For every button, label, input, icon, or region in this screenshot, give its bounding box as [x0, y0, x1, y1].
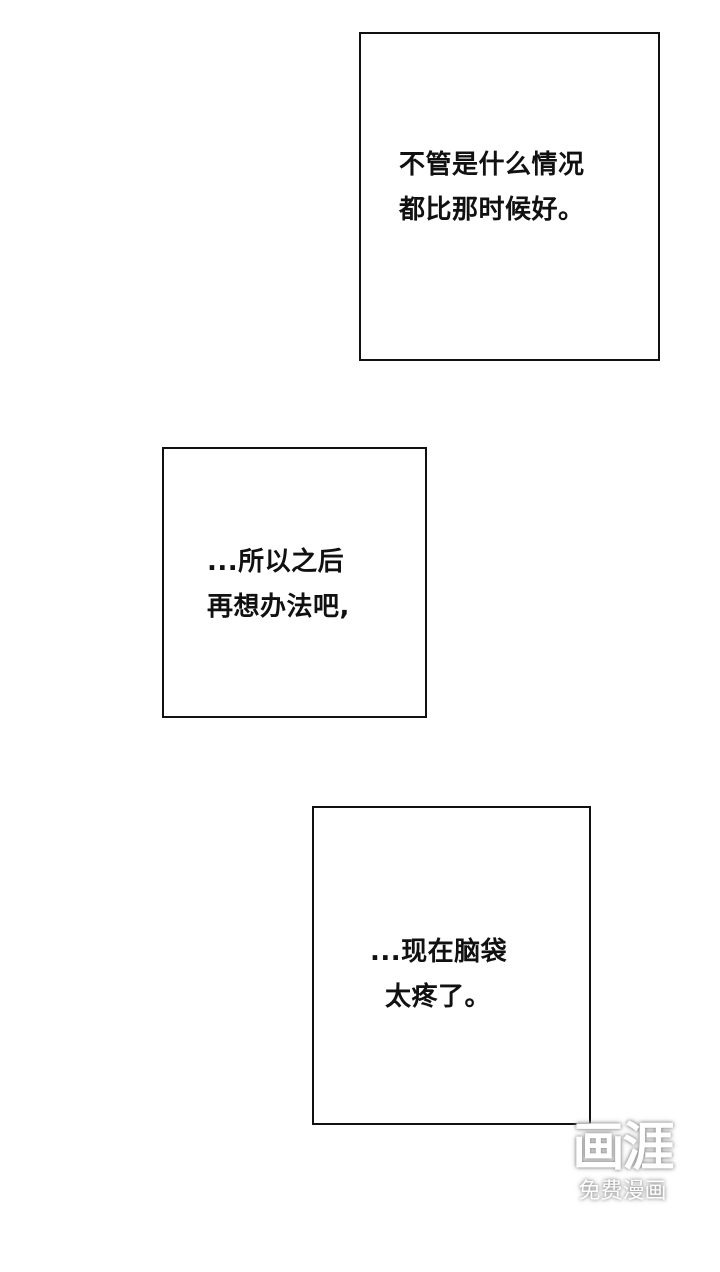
watermark: 画涯 免费漫画	[560, 1118, 685, 1206]
caption-text: ...现在脑袋	[370, 937, 508, 967]
caption-text: 再想办法吧,	[207, 592, 350, 622]
caption-text: 都比那时候好。	[399, 195, 585, 225]
caption-panel-1	[359, 32, 660, 361]
caption-text: 太疼了。	[385, 982, 492, 1012]
caption-panel-2	[162, 447, 427, 718]
watermark-logo: 画涯	[572, 1118, 674, 1178]
caption-text: 不管是什么情况	[399, 150, 585, 180]
caption-text: ...所以之后	[207, 547, 345, 577]
watermark-subtitle: 免费漫画	[578, 1179, 667, 1204]
caption-panel-3	[312, 806, 591, 1125]
